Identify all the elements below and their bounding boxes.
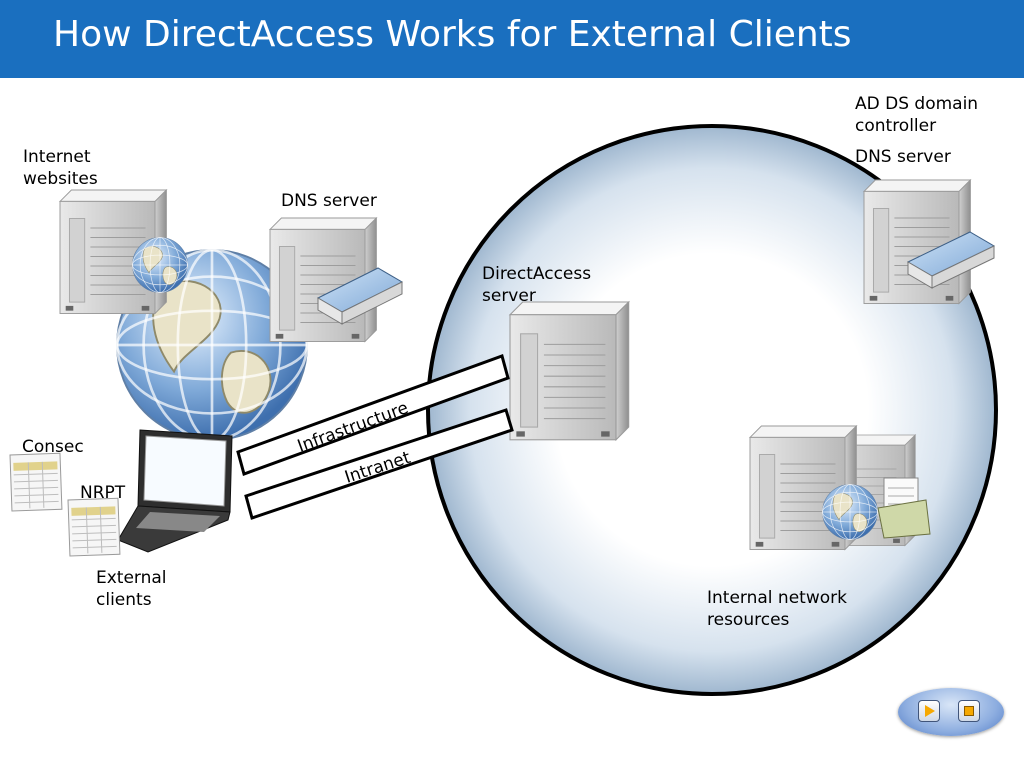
corporate-network-circle <box>426 124 998 696</box>
intranet-tunnel <box>244 408 514 520</box>
small-globe-icon <box>132 237 188 293</box>
internal-globe-icon <box>822 484 878 540</box>
label-consec: Consec <box>22 437 84 457</box>
infrastructure-tunnel <box>236 354 510 476</box>
play-icon <box>925 705 935 717</box>
label-dns-server-right: DNS server <box>855 147 951 167</box>
slide-nav-control <box>898 688 1004 736</box>
dns-book-left-icon <box>316 267 404 325</box>
label-dns-server-left: DNS server <box>281 191 377 211</box>
document-folder-icon <box>877 477 931 539</box>
page-title: How DirectAccess Works for External Clie… <box>53 14 852 55</box>
dns-book-right-icon <box>906 231 996 289</box>
label-nrpt: NRPT <box>80 483 126 503</box>
stop-icon <box>964 706 974 716</box>
stop-button[interactable] <box>958 700 980 722</box>
directaccess-server-icon <box>509 301 630 441</box>
title-bar: How DirectAccess Works for External Clie… <box>0 0 1024 78</box>
nrpt-sheet-icon <box>67 497 121 557</box>
consec-sheet-icon <box>9 452 63 512</box>
laptop-icon <box>117 429 233 553</box>
play-button[interactable] <box>918 700 940 722</box>
